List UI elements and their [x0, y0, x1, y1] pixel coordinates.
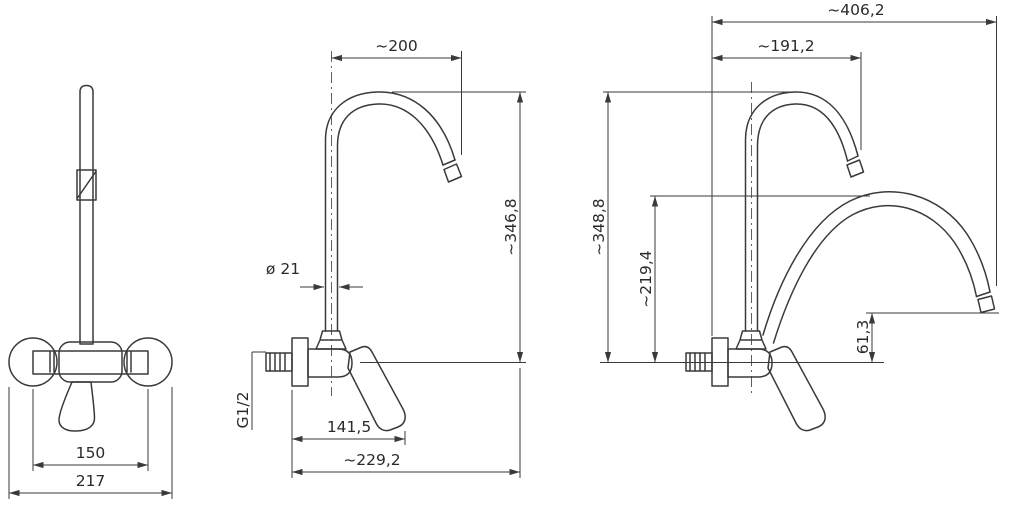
spout-end-cap-side: [442, 159, 456, 166]
mixer-body-side: [307, 348, 353, 378]
mixer-housing-front: [58, 341, 123, 383]
inlet-thread-ticks-side: [269, 352, 286, 372]
side-view-dimensions: ~200 ~346,8 ø 21 G1/2 141,5 ~229,2: [234, 37, 526, 478]
extension-lines-front: [8, 387, 173, 499]
dim-label-diameter: ø 21: [266, 260, 300, 278]
front-view-dimensions: 150 217: [8, 387, 173, 499]
body-tube-front: [32, 350, 149, 375]
dim-label-thread: G1/2: [234, 392, 252, 429]
thread-leader-line: [251, 351, 266, 430]
extension-lines-406: [711, 16, 997, 336]
rotated-view-faucet-outline: [685, 91, 996, 432]
dim-label-217: 217: [76, 472, 106, 490]
mixer-body-rotated: [727, 348, 773, 378]
spout-outer-curve-side: [324, 91, 456, 332]
dim-label-229: ~229,2: [343, 451, 400, 469]
union-ticks: [49, 351, 132, 373]
lower-spout-inner-curve: [772, 204, 978, 344]
dim-label-348: ~348,8: [590, 198, 608, 255]
extension-lines-348: [600, 91, 884, 363]
dim-label-346: ~346,8: [502, 198, 520, 255]
dim-label-141: 141,5: [327, 418, 371, 436]
handle-rotated: [767, 345, 826, 432]
rotated-view: ~406,2 ~191,2 ~348,8 ~219,4 61,3: [590, 1, 999, 432]
upper-spout-inner-curve: [756, 103, 849, 332]
front-view: 150 217: [8, 84, 173, 499]
dim-label-406: ~406,2: [827, 1, 884, 19]
extension-lines-141: [291, 390, 406, 478]
side-view-faucet-outline: [265, 91, 463, 432]
rotated-view-dimensions: ~406,2 ~191,2 ~348,8 ~219,4 61,3: [590, 1, 999, 363]
upper-spout-outer-curve: [744, 91, 859, 332]
front-view-faucet-outline: [8, 84, 173, 432]
lower-aerator: [977, 295, 996, 314]
upper-aerator: [846, 159, 865, 178]
dim-label-61: 61,3: [854, 320, 872, 355]
extension-lines-346: [360, 91, 526, 363]
dim-label-150: 150: [76, 444, 106, 462]
dim-label-191: ~191,2: [757, 37, 814, 55]
side-view: ~200 ~346,8 ø 21 G1/2 141,5 ~229,2: [234, 37, 526, 478]
right-escutcheon: [123, 337, 173, 387]
left-escutcheon: [8, 337, 58, 387]
lower-spout-outer-curve: [762, 190, 991, 336]
spout-collar: [76, 169, 97, 201]
dim-label-219: ~219,4: [637, 250, 655, 307]
spout-pipe-front: [79, 84, 94, 345]
wall-flange-side: [291, 337, 309, 387]
collar-hatch-line: [76, 171, 97, 199]
lower-spout-end-cap: [975, 291, 991, 298]
dim-label-200: ~200: [375, 37, 418, 55]
spout-inner-curve-side: [336, 103, 444, 332]
upper-spout-end-cap: [846, 155, 859, 162]
spout-nut-rotated: [735, 330, 767, 350]
spout-nut-side: [315, 330, 347, 350]
handle-side: [347, 345, 406, 432]
handle-front: [58, 381, 96, 432]
aerator-side: [443, 163, 463, 183]
